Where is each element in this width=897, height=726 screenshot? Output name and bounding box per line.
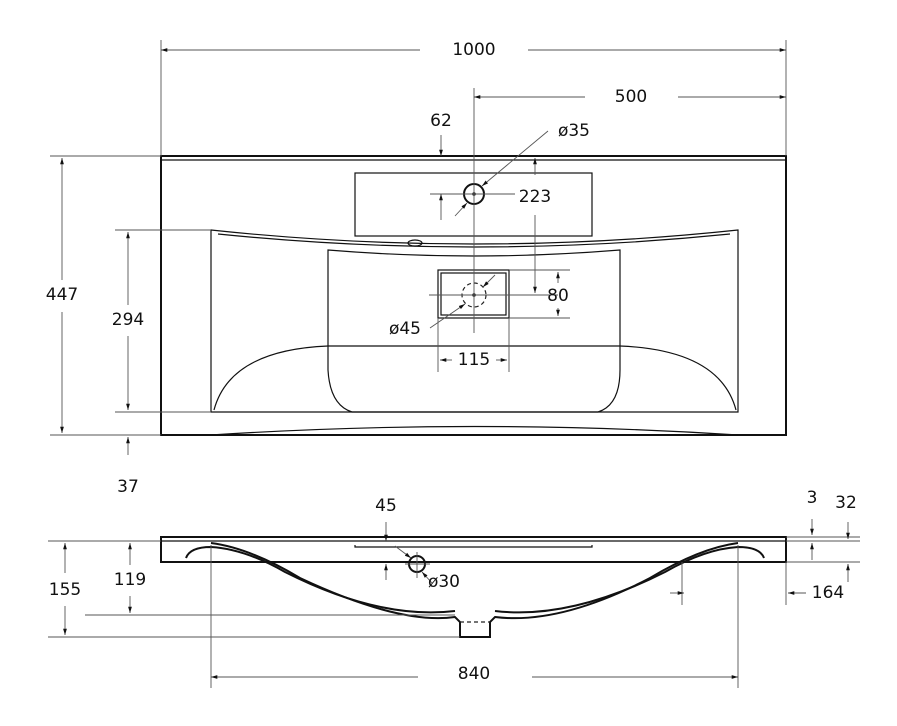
dim-drain-recess-width: 115	[458, 350, 490, 370]
dim-bowl-width: 840	[458, 664, 490, 684]
overflow-hole	[407, 239, 423, 247]
dim-bowl-height: 119	[114, 570, 146, 590]
dim-tap-from-back: 62	[430, 111, 452, 131]
side-countertop	[160, 536, 787, 563]
dim-front-lip: 37	[117, 477, 139, 497]
dim-overflow-offset: 45	[375, 496, 397, 516]
countertop-outline	[160, 155, 787, 436]
dim-overflow-hole: ø30	[428, 572, 460, 592]
dim-overall-depth: 447	[46, 285, 78, 305]
dim-tap-offset: 500	[615, 87, 647, 107]
drain-recess	[437, 269, 510, 319]
dim-bowl-depth: 294	[112, 310, 144, 330]
dim-overall-width: 1000	[452, 40, 495, 60]
inner-bowl	[327, 249, 621, 413]
dim-drain-recess-depth: 80	[547, 286, 569, 306]
side-view: 45 ø30 155 119 3 32 164	[48, 488, 860, 688]
dim-rim-height: 32	[835, 493, 857, 513]
bowl-outline	[210, 229, 739, 413]
dim-top-thickness: 3	[807, 488, 818, 508]
dim-drain-hole: ø45	[389, 319, 421, 339]
tap-deck	[354, 172, 593, 237]
dim-rim-width: 164	[812, 583, 844, 603]
top-view: 1000 500 62 ø35 223 80 ø45 115	[46, 40, 787, 497]
dim-tap-to-drain: 223	[519, 187, 551, 207]
dim-tap-hole: ø35	[558, 121, 590, 141]
dim-overall-height: 155	[49, 580, 81, 600]
